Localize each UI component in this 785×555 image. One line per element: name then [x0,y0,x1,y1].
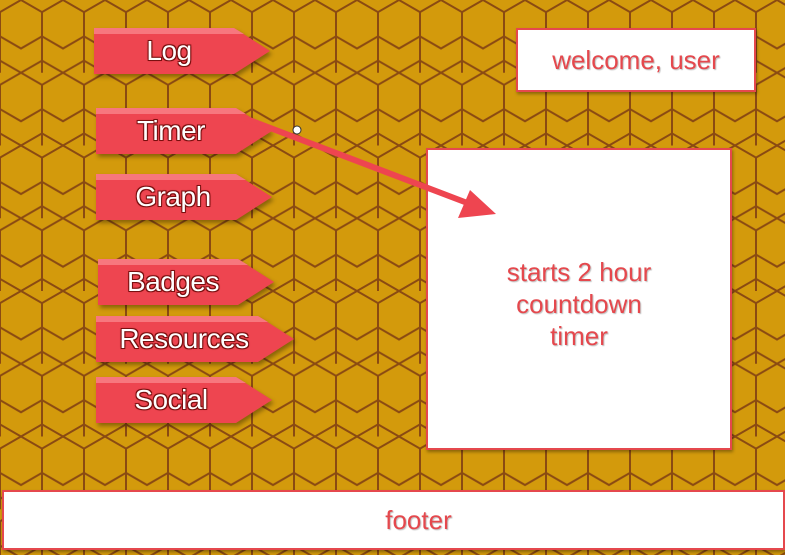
footer: footer [2,490,785,550]
nav-label-badges: Badges [127,266,219,297]
nav-label-graph: Graph [135,181,211,212]
nav-arrow-shape [96,377,272,423]
nav-arrow-shape [98,259,274,305]
panel-text-line-2: countdown [516,289,642,319]
nav-button-timer[interactable]: Timer [96,108,272,154]
nav-button-log[interactable]: Log [94,28,270,74]
nav-button-badges[interactable]: Badges [98,259,274,305]
footer-text: footer [385,505,452,535]
timer-panel: starts 2 hour countdown timer [426,148,732,450]
nav-label-timer: Timer [136,115,206,146]
nav-button-social[interactable]: Social [96,377,272,423]
nav-label-log: Log [146,35,192,66]
nav-label-resources: Resources [119,323,249,354]
nav-button-resources[interactable]: Resources [96,316,294,362]
panel-text-line-3: timer [550,321,608,351]
welcome-text: welcome, user [552,45,720,75]
panel-text-line-1: starts 2 hour [506,257,652,287]
nav-arrow-shape [96,174,272,220]
nav-arrow-shape [96,316,294,362]
nav-button-graph[interactable]: Graph [96,174,272,220]
nav-arrow-shape [94,28,270,74]
welcome-box: welcome, user [516,28,756,92]
nav-label-social: Social [134,384,208,415]
nav-arrow-shape [96,108,272,154]
